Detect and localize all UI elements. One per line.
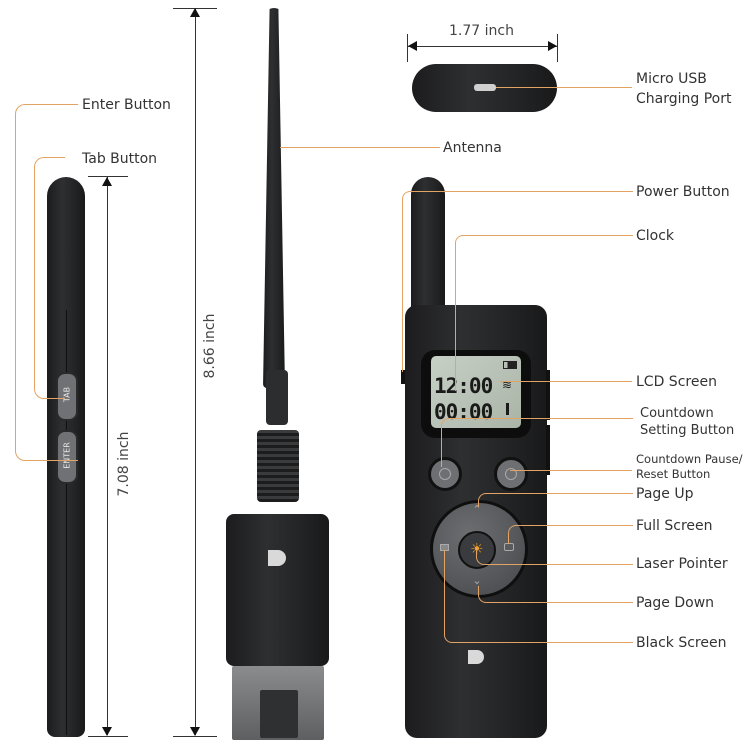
right-side-button-1[interactable] — [546, 370, 550, 420]
laser-pointer-callout: Laser Pointer — [636, 556, 728, 572]
tab-leader — [34, 157, 65, 399]
tab-button-callout: Tab Button — [82, 151, 158, 167]
countdown-pause-reset-button[interactable] — [494, 457, 528, 491]
total-height-dimension-line — [195, 8, 196, 735]
countdown-setting-callout-line2: Setting Button — [640, 423, 735, 438]
power-leader — [402, 191, 633, 372]
right-side-button-2[interactable] — [546, 425, 550, 475]
play-pause-icon — [505, 468, 517, 480]
lcd-screen-callout: LCD Screen — [636, 374, 717, 390]
antenna-callout: Antenna — [443, 140, 502, 156]
down-arrow-icon — [506, 403, 509, 415]
full-screen-callout: Full Screen — [636, 518, 713, 534]
side-height-dimension-line — [107, 177, 108, 735]
full-screen-leader — [508, 525, 633, 544]
enter-leader — [15, 104, 78, 461]
micro-usb-callout-line2: Charging Port — [636, 91, 732, 107]
countdown-pause-callout-line1: Countdown Pause/ — [636, 452, 743, 466]
page-up-button[interactable]: ⌃ — [472, 503, 482, 516]
battery-icon — [503, 361, 517, 369]
countdown-pause-leader — [510, 470, 632, 471]
antenna-connector — [257, 430, 299, 502]
countdown-setting-leader — [441, 418, 633, 467]
usb-receiver-body — [226, 514, 329, 666]
enter-button-callout: Enter Button — [82, 97, 171, 113]
power-side-button[interactable] — [401, 370, 405, 384]
antenna-leader — [280, 147, 440, 148]
side-height-label: 7.08 inch — [116, 431, 132, 497]
receiver-width-label: 1.77 inch — [449, 23, 514, 39]
black-screen-callout: Black Screen — [636, 635, 727, 651]
page-down-leader — [478, 586, 633, 603]
lcd-leader — [500, 381, 632, 382]
clock-leader — [455, 235, 633, 391]
countdown-setting-callout-line1: Countdown — [640, 406, 714, 421]
lcd-screen: 12:00 ≋ 00:00 — [431, 356, 521, 428]
page-up-leader — [478, 493, 633, 507]
countdown-pause-callout-line2: Reset Button — [636, 467, 711, 481]
total-height-label: 8.66 inch — [202, 313, 218, 379]
clock-callout: Clock — [636, 228, 675, 244]
micro-usb-callout-line1: Micro USB — [636, 71, 707, 87]
usb-plug-tip — [260, 690, 298, 738]
antenna-hinge — [266, 370, 288, 425]
page-down-callout: Page Down — [636, 595, 715, 611]
page-up-callout: Page Up — [636, 486, 694, 502]
page-down-button[interactable]: ⌄ — [472, 574, 482, 587]
countdown-setting-button[interactable] — [428, 457, 462, 491]
side-view-seam — [66, 310, 67, 735]
wifi-icon: ≋ — [502, 378, 513, 392]
lcd-clock: 12:00 — [434, 374, 493, 398]
presenter-logo — [468, 650, 484, 664]
black-screen-leader — [444, 550, 633, 643]
micro-usb-port — [474, 84, 496, 91]
presenter-antenna-stub — [411, 177, 445, 317]
laser-leader — [476, 548, 633, 565]
antenna — [263, 8, 285, 388]
power-button-callout: Power Button — [636, 184, 730, 200]
clock-icon — [439, 468, 451, 480]
receiver-logo — [268, 550, 286, 566]
